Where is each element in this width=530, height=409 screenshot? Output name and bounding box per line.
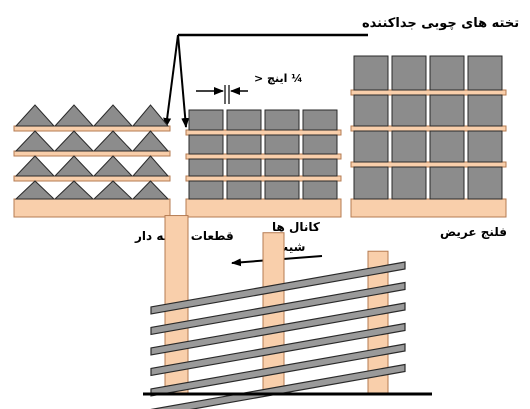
inclined-stack <box>150 215 406 409</box>
angle-piece <box>14 130 56 152</box>
channel-piece <box>264 109 300 131</box>
channel-piece <box>226 109 262 131</box>
angle-piece <box>53 104 95 127</box>
flanges-base-board <box>350 198 507 218</box>
channel-piece <box>302 109 338 131</box>
flange-piece <box>353 166 389 200</box>
separator-boards-label: تخته های چوبی جداکننده <box>362 16 519 31</box>
channels-separator-board <box>185 175 342 182</box>
channels-base-board <box>185 198 342 218</box>
channel-piece <box>226 134 262 155</box>
angle-piece <box>53 155 95 177</box>
inclined-rail <box>150 281 406 336</box>
flange-piece <box>391 130 427 163</box>
leader-arrow-left <box>163 34 179 128</box>
channel-piece <box>226 180 262 200</box>
angle-piece <box>53 180 95 200</box>
flange-piece <box>391 166 427 200</box>
channel-piece <box>188 134 224 155</box>
channel-piece <box>188 109 224 131</box>
channel-piece <box>264 134 300 155</box>
channels-caption: کانال ها <box>272 220 320 234</box>
angle-piece <box>92 130 134 152</box>
angle-piece <box>53 130 95 152</box>
angle-piece <box>14 155 56 177</box>
channel-piece <box>302 134 338 155</box>
angle-piece <box>92 104 134 127</box>
angles-base-board <box>13 198 171 218</box>
flanges-separator-board <box>350 89 507 96</box>
flange-piece <box>429 94 465 127</box>
angles-separator-board <box>13 175 171 182</box>
flange-piece <box>391 55 427 91</box>
angles-separator-board <box>13 150 171 157</box>
inclined-rail <box>150 322 406 377</box>
flange-piece <box>353 55 389 91</box>
flanges-stack <box>350 55 507 218</box>
inclined-rail <box>150 302 406 356</box>
flange-piece <box>429 55 465 91</box>
angles-separator-board <box>13 125 171 132</box>
flange-piece <box>467 55 503 91</box>
inclined-rail <box>150 261 406 315</box>
channel-piece <box>302 158 338 177</box>
channel-piece <box>188 180 224 200</box>
flange-piece <box>353 94 389 127</box>
angle-piece <box>131 130 170 152</box>
angle-piece <box>92 180 134 200</box>
leader-arrow-right <box>177 34 190 128</box>
flanges-separator-board <box>350 125 507 132</box>
flanges-caption: فلنج عریض <box>440 225 507 239</box>
flange-piece <box>391 94 427 127</box>
flange-piece <box>429 130 465 163</box>
channel-piece <box>264 180 300 200</box>
channels-separator-board <box>185 129 342 136</box>
flange-piece <box>353 130 389 163</box>
inclined-rail <box>150 363 406 409</box>
channel-piece <box>302 180 338 200</box>
angle-piece <box>14 104 56 127</box>
angle-piece <box>14 180 56 200</box>
channels-separator-board <box>185 153 342 160</box>
flanges-separator-board <box>350 161 507 168</box>
gap-dimension-label: ¼ اینچ < <box>254 72 303 85</box>
angle-piece <box>131 155 170 177</box>
channels-stack <box>185 109 342 218</box>
angle-piece <box>131 104 170 127</box>
channel-piece <box>264 158 300 177</box>
flange-piece <box>429 166 465 200</box>
flange-piece <box>467 166 503 200</box>
angles-stack <box>13 104 171 218</box>
angle-piece <box>131 180 170 200</box>
flange-piece <box>467 94 503 127</box>
flange-piece <box>467 130 503 163</box>
channel-piece <box>188 158 224 177</box>
channel-piece <box>226 158 262 177</box>
angle-piece <box>92 155 134 177</box>
